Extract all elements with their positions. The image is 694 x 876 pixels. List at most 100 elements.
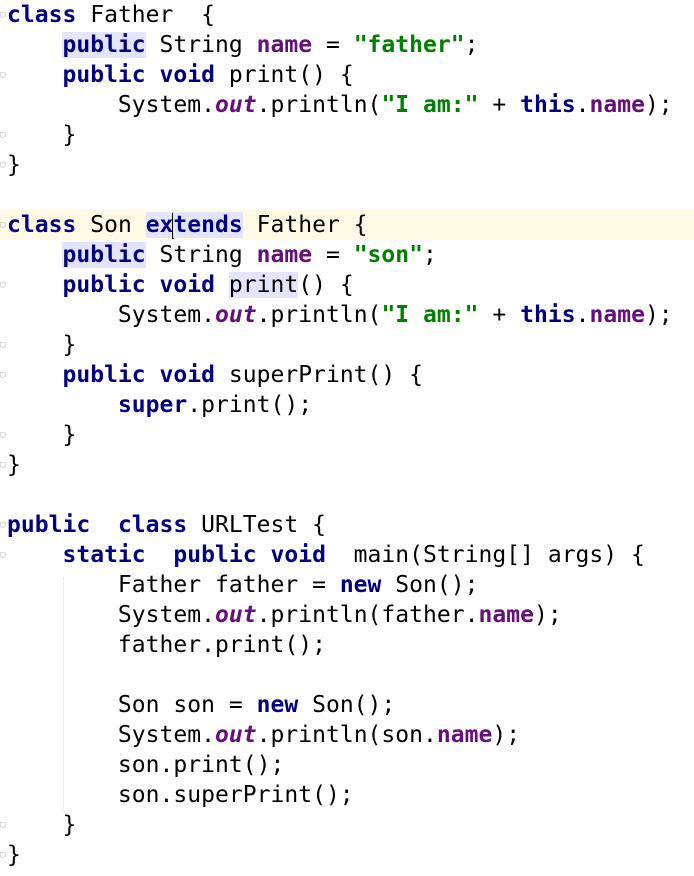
- code-token: son.superPrint();: [7, 782, 354, 808]
- fold-marker-icon[interactable]: ▢: [0, 130, 6, 140]
- code-text: class Father {: [7, 0, 215, 30]
- code-token: class: [7, 2, 77, 28]
- fold-marker-icon[interactable]: [0, 780, 6, 810]
- code-text: System.out.println(son.name);: [7, 720, 520, 750]
- code-line[interactable]: ▢ public void print() {: [0, 270, 694, 300]
- code-token: ;: [423, 242, 437, 268]
- fold-marker-icon[interactable]: ▢: [0, 520, 6, 530]
- code-line[interactable]: father.print();: [0, 630, 694, 660]
- code-text: public void print() {: [7, 60, 354, 90]
- code-token: out: [215, 602, 257, 628]
- code-text: father.print();: [7, 630, 326, 660]
- code-line[interactable]: public String name = "son";: [0, 240, 694, 270]
- code-line[interactable]: Son son = new Son();: [0, 690, 694, 720]
- fold-marker-icon[interactable]: ▢: [0, 820, 6, 830]
- code-token: }: [7, 422, 77, 448]
- code-line[interactable]: ▢ }: [0, 810, 694, 840]
- code-token: .println(: [256, 92, 382, 118]
- code-text: super.print();: [7, 390, 312, 420]
- code-line[interactable]: ▢class Son extends Father {: [0, 210, 694, 240]
- fold-marker-icon[interactable]: [0, 240, 6, 270]
- code-line[interactable]: ▢ public void superPrint() {: [0, 360, 694, 390]
- fold-marker-icon[interactable]: ▢: [0, 370, 6, 380]
- fold-marker-icon[interactable]: [0, 720, 6, 750]
- code-text: son.superPrint();: [7, 780, 354, 810]
- code-token: public: [62, 362, 146, 388]
- code-text: System.out.println("I am:" + this.name);: [7, 300, 673, 330]
- code-line[interactable]: ▢ }: [0, 420, 694, 450]
- code-token: +: [478, 92, 521, 118]
- code-line[interactable]: son.print();: [0, 750, 694, 780]
- code-line[interactable]: ▢ }: [0, 120, 694, 150]
- code-token: }: [7, 152, 21, 178]
- fold-marker-icon[interactable]: ▢: [0, 850, 6, 860]
- fold-marker-icon[interactable]: ▢: [0, 550, 6, 560]
- code-token: .print();: [187, 392, 313, 418]
- code-token: Father {: [242, 212, 368, 238]
- code-text: }: [7, 330, 76, 360]
- code-token: static: [62, 542, 146, 568]
- code-token: ;: [464, 32, 479, 58]
- code-line[interactable]: Father father = new Son();: [0, 570, 694, 600]
- code-line[interactable]: [0, 180, 694, 210]
- fold-marker-icon[interactable]: [0, 180, 6, 210]
- code-line[interactable]: ▢}: [0, 840, 694, 870]
- fold-marker-icon[interactable]: ▢: [0, 280, 6, 290]
- code-token: [215, 272, 229, 298]
- code-line[interactable]: public String name = "father";: [0, 30, 694, 60]
- fold-marker-icon[interactable]: ▢: [0, 160, 6, 170]
- code-line[interactable]: System.out.println("I am:" + this.name);: [0, 90, 694, 120]
- fold-marker-icon[interactable]: ▢: [0, 70, 6, 80]
- code-token: );: [533, 602, 562, 628]
- fold-marker-icon[interactable]: [0, 630, 6, 660]
- code-line[interactable]: son.superPrint();: [0, 780, 694, 810]
- fold-marker-icon[interactable]: [0, 30, 6, 60]
- code-token: =: [312, 32, 354, 58]
- code-text: public void print() {: [7, 270, 354, 300]
- fold-marker-icon[interactable]: [0, 390, 6, 420]
- fold-marker-icon[interactable]: [0, 300, 6, 330]
- fold-marker-icon[interactable]: [0, 90, 6, 120]
- code-token: );: [644, 92, 673, 118]
- fold-marker-icon[interactable]: [0, 660, 6, 690]
- code-line[interactable]: [0, 480, 694, 510]
- code-line[interactable]: super.print();: [0, 390, 694, 420]
- code-line[interactable]: ▢ }: [0, 330, 694, 360]
- code-token: ex: [145, 212, 174, 238]
- code-text: public void superPrint() {: [7, 360, 423, 390]
- fold-marker-icon[interactable]: ▢: [0, 430, 6, 440]
- code-line[interactable]: [0, 660, 694, 690]
- fold-marker-icon[interactable]: [0, 570, 6, 600]
- code-token: }: [7, 122, 77, 148]
- code-token: name: [256, 32, 313, 58]
- code-line[interactable]: ▢ static public void main(String[] args)…: [0, 540, 694, 570]
- fold-marker-icon[interactable]: [0, 600, 6, 630]
- fold-marker-icon[interactable]: ▢: [0, 220, 6, 230]
- code-token: son.print();: [7, 752, 285, 778]
- fold-marker-icon[interactable]: [0, 750, 6, 780]
- code-line[interactable]: ▢class Father {: [0, 0, 694, 30]
- code-token: [90, 512, 118, 538]
- code-line[interactable]: ▢}: [0, 450, 694, 480]
- fold-marker-icon[interactable]: ▢: [0, 460, 6, 470]
- code-line[interactable]: System.out.println(son.name);: [0, 720, 694, 750]
- code-token: tends: [173, 212, 243, 238]
- code-text: public String name = "father";: [7, 30, 479, 60]
- code-token: );: [492, 722, 521, 748]
- code-text: System.out.println("I am:" + this.name);: [7, 90, 673, 120]
- code-token: father.print();: [7, 632, 326, 658]
- code-line[interactable]: System.out.println("I am:" + this.name);: [0, 300, 694, 330]
- fold-marker-icon[interactable]: ▢: [0, 10, 6, 20]
- code-token: }: [7, 332, 77, 358]
- fold-marker-icon[interactable]: [0, 480, 6, 510]
- code-line[interactable]: ▢ public void print() {: [0, 60, 694, 90]
- fold-marker-icon[interactable]: [0, 690, 6, 720]
- code-token: String: [145, 32, 257, 58]
- code-token: "I am:": [381, 92, 479, 118]
- code-line[interactable]: ▢public class URLTest {: [0, 510, 694, 540]
- fold-marker-icon[interactable]: ▢: [0, 340, 6, 350]
- code-token: [257, 542, 271, 568]
- code-line[interactable]: ▢}: [0, 150, 694, 180]
- code-line[interactable]: System.out.println(father.name);: [0, 600, 694, 630]
